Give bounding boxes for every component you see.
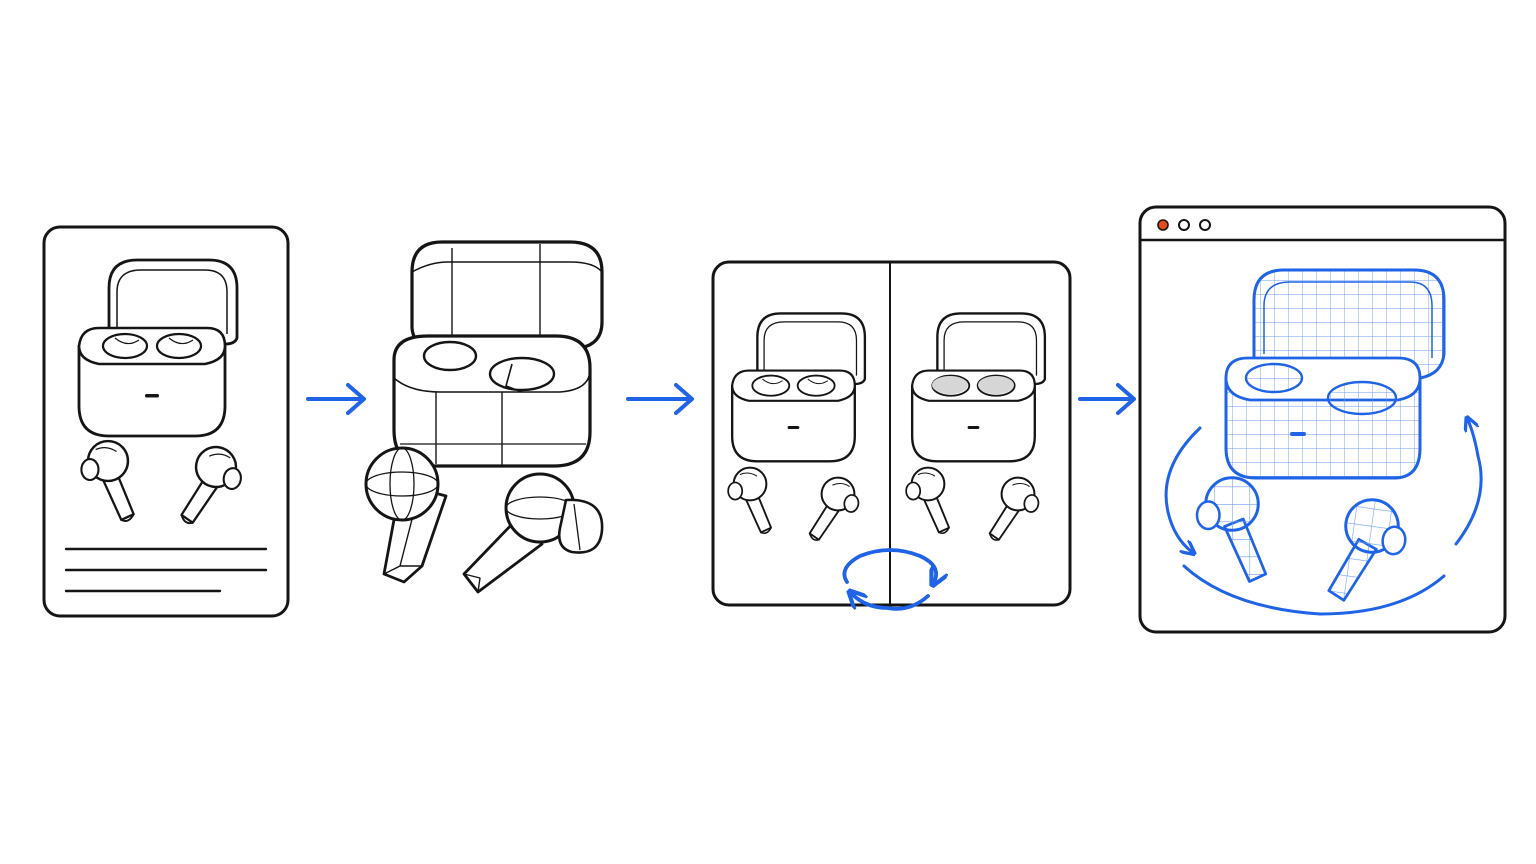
step-side-by-side-comparison xyxy=(711,260,1072,611)
rotate-arrows-icon xyxy=(842,548,936,611)
arrow-right-icon xyxy=(626,383,694,415)
browser-window xyxy=(1138,205,1507,634)
earbuds-primitive-blocks-icon xyxy=(364,240,604,594)
earbuds-wireframe-3d-icon xyxy=(1195,268,1446,602)
maximize-dot[interactable] xyxy=(1199,219,1211,231)
close-dot[interactable] xyxy=(1157,219,1169,231)
text-lines xyxy=(64,547,268,593)
arrow-right-icon xyxy=(1078,383,1136,415)
minimize-dot[interactable] xyxy=(1178,219,1190,231)
earbuds-shaded-sketch-icon xyxy=(905,312,1047,548)
arrow-right-icon xyxy=(306,383,366,415)
orbit-rotate-icon xyxy=(1164,420,1483,616)
step-spec-sheet xyxy=(42,225,290,618)
